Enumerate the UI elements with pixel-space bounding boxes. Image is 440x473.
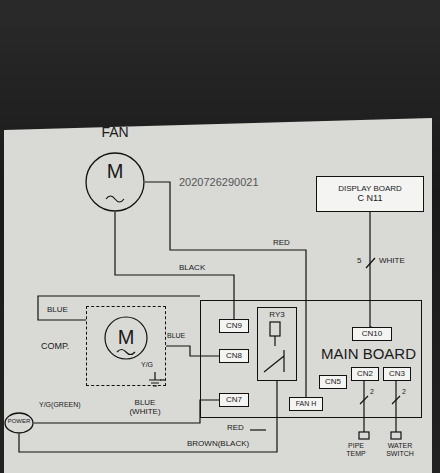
connector: CN10 xyxy=(352,327,392,341)
node-text: CN5 xyxy=(325,377,341,386)
wire-label: WHITE xyxy=(378,256,406,265)
ac-symbol xyxy=(117,350,135,355)
relay: RY3 xyxy=(257,307,297,381)
diagram-label: BLUE xyxy=(46,305,69,314)
wire xyxy=(115,212,234,319)
node-text: MAIN BOARD xyxy=(321,345,416,362)
compressor: COMP.M xyxy=(86,306,166,386)
ac-symbol xyxy=(106,196,124,202)
node-text: CN9 xyxy=(226,321,242,330)
sticker-ground xyxy=(4,118,432,473)
wire xyxy=(370,212,372,327)
connector: CN9 xyxy=(219,319,249,333)
relay-coil xyxy=(270,322,280,336)
node-text: CN7 xyxy=(226,395,242,404)
relay-contact xyxy=(264,336,284,372)
connector: CN8 xyxy=(219,349,249,363)
red-wire xyxy=(250,429,266,430)
diagram-label: RED xyxy=(226,423,245,432)
node-text: FAN xyxy=(65,124,165,140)
wire-label: BROWN(BLACK) xyxy=(186,439,250,448)
diagram-label: 2 xyxy=(369,388,375,396)
node-text: M xyxy=(65,160,165,183)
node-text: CN2 xyxy=(357,369,373,378)
wire-label: BLUE (WHITE) xyxy=(124,398,166,416)
diagram-label: WATER SWITCH xyxy=(378,442,422,458)
main-board: MAIN BOARD CN9CN8CN7 RY3FAN H CN10CN5 CN2 CN3 xyxy=(200,300,422,418)
fan-motor: FANM xyxy=(85,152,145,212)
connector: CN2 xyxy=(351,367,379,381)
sensor-wire xyxy=(364,380,396,432)
diagram-label: 5 xyxy=(356,256,362,265)
connector: CN5 xyxy=(319,375,347,389)
node-text: COMP. xyxy=(41,341,69,351)
node-text: RY3 xyxy=(238,310,316,319)
diagram-label: PIPE TEMP xyxy=(340,442,372,458)
connector: FAN H xyxy=(289,397,323,411)
blue-wire xyxy=(38,296,200,320)
ground-symbol xyxy=(149,372,161,386)
connector: CN3 xyxy=(383,367,411,381)
node-text: CN8 xyxy=(226,351,242,360)
wire xyxy=(19,381,277,452)
node-text: POWER xyxy=(0,418,54,425)
pipe-temp-sensor xyxy=(359,432,369,439)
diagram-label: Y/G xyxy=(140,361,154,369)
display-board: DISPLAY BOARDC N11 xyxy=(316,176,424,212)
diagram-label: Y/G(GREEN) xyxy=(38,401,82,409)
wire-label: BLUE xyxy=(166,332,186,340)
diagram-label: 2 xyxy=(401,388,407,396)
node-text: C N11 xyxy=(358,193,383,203)
wire xyxy=(145,182,306,397)
node-text: DISPLAY BOARD xyxy=(338,184,402,193)
wire xyxy=(166,346,219,356)
connector: CN7 xyxy=(219,393,249,407)
wire-count-mark xyxy=(360,396,400,404)
node-text: CN3 xyxy=(389,369,405,378)
wire-label: BLACK xyxy=(178,263,206,272)
diagram-label: 2020726290021 xyxy=(178,176,260,189)
wire-label: RED xyxy=(272,238,291,247)
node-text: FAN H xyxy=(296,400,317,408)
water-switch xyxy=(391,432,401,439)
node-text: CN10 xyxy=(362,329,382,338)
power-terminal: POWER xyxy=(4,412,34,434)
